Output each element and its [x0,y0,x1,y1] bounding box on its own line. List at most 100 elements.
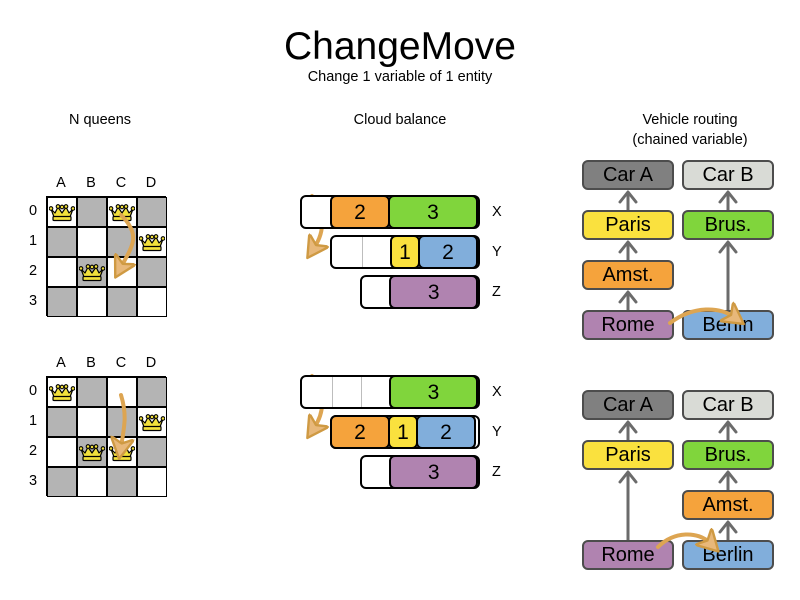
vrp-node-rome[interactable]: Rome [582,310,674,340]
queen-piece[interactable] [78,262,106,282]
queen-icon [78,444,106,462]
chess-cell-b0[interactable] [77,377,107,407]
chess-cell-c3[interactable] [107,467,137,497]
chess-grid [46,376,167,497]
chess-cell-a2[interactable] [47,257,77,287]
chess-cell-d2[interactable] [137,257,167,287]
cloud-free-unit [332,237,362,267]
chess-cell-d1[interactable] [137,407,167,437]
cloud-computer-bar-z[interactable]: 3 [360,455,480,489]
cloud-computer-label-x: X [492,384,502,400]
vrp-node-car-b[interactable]: Car B [682,390,774,420]
vrp-heading-line2: (chained variable) [632,132,748,148]
queen-icon [48,384,76,402]
chess-cell-d0[interactable] [137,377,167,407]
queen-icon [138,234,166,252]
chess-cell-c1[interactable] [107,407,137,437]
queen-piece[interactable] [138,232,166,252]
chess-cell-b2[interactable] [77,257,107,287]
queen-icon [78,264,106,282]
chess-cell-a0[interactable] [47,377,77,407]
cloud-process-2[interactable]: 2 [416,415,476,449]
page-subtitle: Change 1 variable of 1 entity [307,69,493,85]
chess-cell-a3[interactable] [47,467,77,497]
vrp-node-amst[interactable]: Amst. [682,490,774,520]
chess-file-label-d: D [145,175,157,191]
chess-file-label-c: C [115,175,127,191]
chess-cell-a0[interactable] [47,197,77,227]
queen-icon [138,414,166,432]
vrp-node-amst[interactable]: Amst. [582,260,674,290]
cloud-computer-label-y: Y [492,424,502,440]
queen-piece[interactable] [48,202,76,222]
chess-rank-label-1: 1 [28,233,38,249]
cloud-process-2[interactable]: 2 [418,235,478,269]
chess-cell-c0[interactable] [107,197,137,227]
cloud-free-unit [331,377,362,407]
vrp-node-car-a[interactable]: Car A [582,160,674,190]
chess-cell-c3[interactable] [107,287,137,317]
cloud-process-3[interactable]: 3 [389,275,478,309]
vrp-node-car-b[interactable]: Car B [682,160,774,190]
chess-file-label-a: A [56,355,66,371]
chess-cell-b3[interactable] [77,287,107,317]
chess-cell-c2[interactable] [107,437,137,467]
cloud-process-2[interactable]: 2 [330,195,390,229]
chess-cell-b0[interactable] [77,197,107,227]
cloud-process-2[interactable]: 2 [330,415,390,449]
chess-cell-c0[interactable] [107,377,137,407]
queen-piece[interactable] [78,442,106,462]
queen-piece[interactable] [108,442,136,462]
chess-rank-label-3: 3 [28,473,38,489]
cloud-computer-label-y: Y [492,244,502,260]
chess-cell-a1[interactable] [47,407,77,437]
queen-piece[interactable] [138,412,166,432]
vehicle-routing-after: Car A Car B Paris Brus. Amst. Rome Berlin [570,385,780,580]
cloud-computer-bar-z[interactable]: 3 [360,275,480,309]
chess-cell-d3[interactable] [137,467,167,497]
queen-icon [108,444,136,462]
chess-cell-a3[interactable] [47,287,77,317]
chess-rank-label-0: 0 [28,383,38,399]
vrp-heading-line1: Vehicle routing [642,112,738,128]
chess-cell-b1[interactable] [77,407,107,437]
cloud-process-1[interactable]: 1 [388,415,418,449]
chess-file-label-c: C [115,355,127,371]
vrp-node-berlin[interactable]: Berlin [682,310,774,340]
chess-cell-c2[interactable] [107,257,137,287]
vrp-node-brus[interactable]: Brus. [682,440,774,470]
chess-cell-b3[interactable] [77,467,107,497]
cloud-process-3[interactable]: 3 [389,375,479,409]
cloud-process-3[interactable]: 3 [389,455,478,489]
chess-cell-b1[interactable] [77,227,107,257]
chess-rank-label-2: 2 [28,263,38,279]
section-heading-nqueens: N queens [68,112,132,128]
chess-cell-d0[interactable] [137,197,167,227]
queen-piece[interactable] [48,382,76,402]
chess-cell-d2[interactable] [137,437,167,467]
cloud-free-unit [361,377,391,407]
queen-icon [48,204,76,222]
vrp-node-rome[interactable]: Rome [582,540,674,570]
cloud-process-1[interactable]: 1 [390,235,420,269]
cloud-process-3[interactable]: 3 [388,195,478,229]
cloud-computer-bar-x[interactable]: 3 [300,375,480,409]
queen-piece[interactable] [108,202,136,222]
chess-cell-d1[interactable] [137,227,167,257]
chess-cell-c1[interactable] [107,227,137,257]
vrp-node-berlin[interactable]: Berlin [682,540,774,570]
vrp-node-paris[interactable]: Paris [582,440,674,470]
vrp-node-brus[interactable]: Brus. [682,210,774,240]
chess-cell-d3[interactable] [137,287,167,317]
vrp-node-paris[interactable]: Paris [582,210,674,240]
chess-file-label-b: B [86,355,96,371]
chess-cell-b2[interactable] [77,437,107,467]
vrp-node-car-a[interactable]: Car A [582,390,674,420]
chess-cell-a2[interactable] [47,437,77,467]
chess-rank-label-1: 1 [28,413,38,429]
chess-cell-a1[interactable] [47,227,77,257]
